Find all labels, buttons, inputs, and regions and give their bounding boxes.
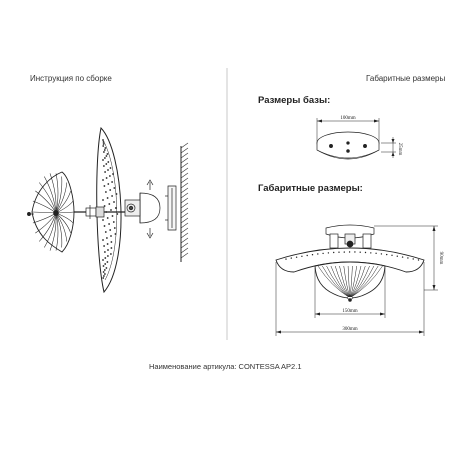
ceiling-base xyxy=(139,179,161,239)
base-height-label: 25mm xyxy=(397,143,402,156)
assembly-instruction-title: Инструкция по сборке xyxy=(30,74,112,83)
dimensions-title: Габаритные размеры xyxy=(366,74,446,83)
base-width-label: 100mm xyxy=(340,116,355,121)
overall-width-label: 300mm xyxy=(342,327,357,332)
lamp-holders xyxy=(124,199,141,217)
article-name: Наименование артикула: CONTESSA AP2.1 xyxy=(149,362,302,371)
base-sizes-heading: Размеры базы: xyxy=(258,95,331,106)
mounting-bracket xyxy=(165,185,177,231)
wall xyxy=(180,142,189,262)
finial-knob xyxy=(27,212,31,216)
reflector-disc xyxy=(96,126,122,294)
connecting-rod xyxy=(72,205,125,219)
overall-height-label: 90mm xyxy=(438,252,443,265)
base-dimension-drawing xyxy=(316,118,396,160)
wire-shade xyxy=(27,171,75,253)
inner-width-label: 150mm xyxy=(342,309,357,314)
overall-sizes-heading: Габаритные размеры: xyxy=(258,183,363,194)
overall-dimension-drawing xyxy=(275,224,438,336)
assembly-exploded-view xyxy=(27,126,189,294)
